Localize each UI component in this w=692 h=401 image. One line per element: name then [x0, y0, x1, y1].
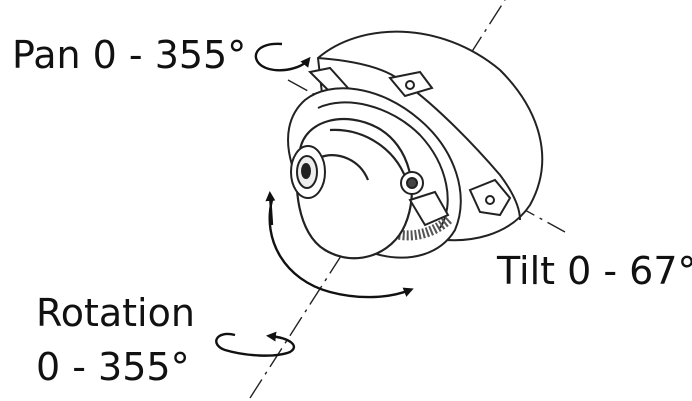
pan-range-label: Pan 0 - 355°: [12, 33, 247, 77]
camera-lens: [290, 145, 326, 199]
rotation-range-label: 0 - 355°: [36, 345, 190, 389]
tilt-screw: [400, 171, 424, 195]
rotation-arrow: [215, 331, 296, 357]
camera-ball: [295, 117, 413, 260]
rotation-label-title: Rotation: [36, 291, 195, 335]
tilt-range-label: Tilt 0 - 67°: [497, 249, 692, 293]
threaded-ring: [377, 214, 454, 241]
side-bracket: [408, 190, 450, 227]
tilt-rotation-arrow: [268, 199, 414, 299]
tilt-rotation-arrow-start: [265, 191, 276, 226]
pan-rotation-arrow: [254, 42, 311, 72]
